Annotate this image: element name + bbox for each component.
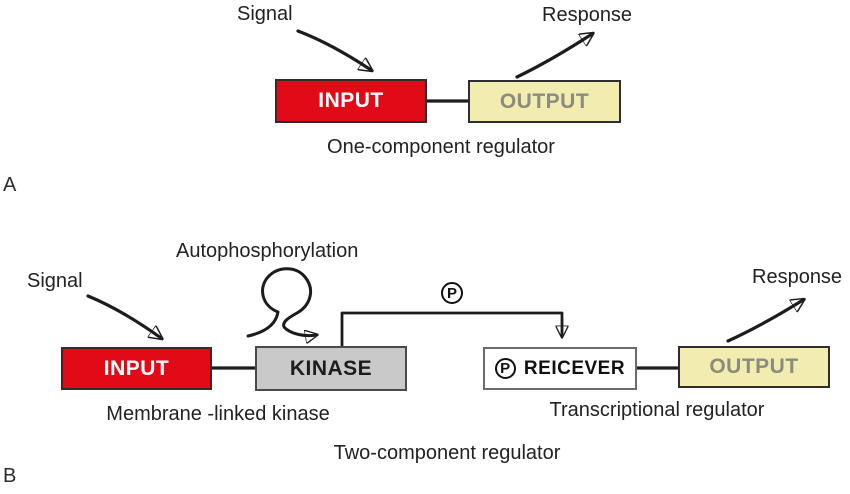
receiver-phosphate-symbol: P: [500, 360, 511, 377]
input-box-a-label: INPUT: [318, 89, 384, 112]
caption-two-component: Two-component regulator: [333, 442, 561, 464]
signal-label-a: Signal: [237, 3, 293, 25]
input-box-b-label: INPUT: [103, 356, 170, 380]
receiver-box: P REICEVER: [483, 347, 637, 390]
response-label-b: Response: [752, 266, 843, 288]
input-box-a: INPUT: [275, 79, 427, 123]
signal-label-b: Signal: [27, 270, 83, 292]
circled-p-icon: P: [441, 282, 463, 304]
response-arrow-a: [515, 34, 592, 79]
output-box-b-label: OUTPUT: [709, 355, 799, 378]
output-box-a-label: OUTPUT: [499, 89, 590, 113]
caption-transcriptional-regulator: Transcriptional regulator: [549, 399, 765, 421]
kinase-box-label: KINASE: [289, 356, 373, 380]
kinase-box: KINASE: [255, 346, 407, 391]
caption-membrane-linked-kinase: Membrane -linked kinase: [106, 403, 330, 425]
signal-arrow-a: [296, 29, 371, 70]
response-label-a: Response: [542, 4, 633, 26]
panel-label-b: B: [3, 465, 17, 487]
output-box-b: OUTPUT: [678, 346, 830, 388]
panel-label-a: A: [3, 174, 17, 196]
response-arrow-b: [726, 300, 803, 343]
output-box-a: OUTPUT: [468, 80, 621, 123]
receiver-box-label: REICEVER: [523, 357, 626, 379]
signal-arrow-b: [86, 294, 161, 338]
phosphotransfer-arrow: [340, 311, 562, 348]
phosphate-symbol: P: [446, 284, 457, 302]
autophosphorylation-loop-arrow: [246, 267, 316, 336]
autophosphorylation-label: Autophosphorylation: [176, 240, 359, 262]
circled-p-icon: P: [494, 358, 516, 379]
caption-one-component: One-component regulator: [327, 136, 555, 158]
input-box-b: INPUT: [61, 347, 212, 390]
